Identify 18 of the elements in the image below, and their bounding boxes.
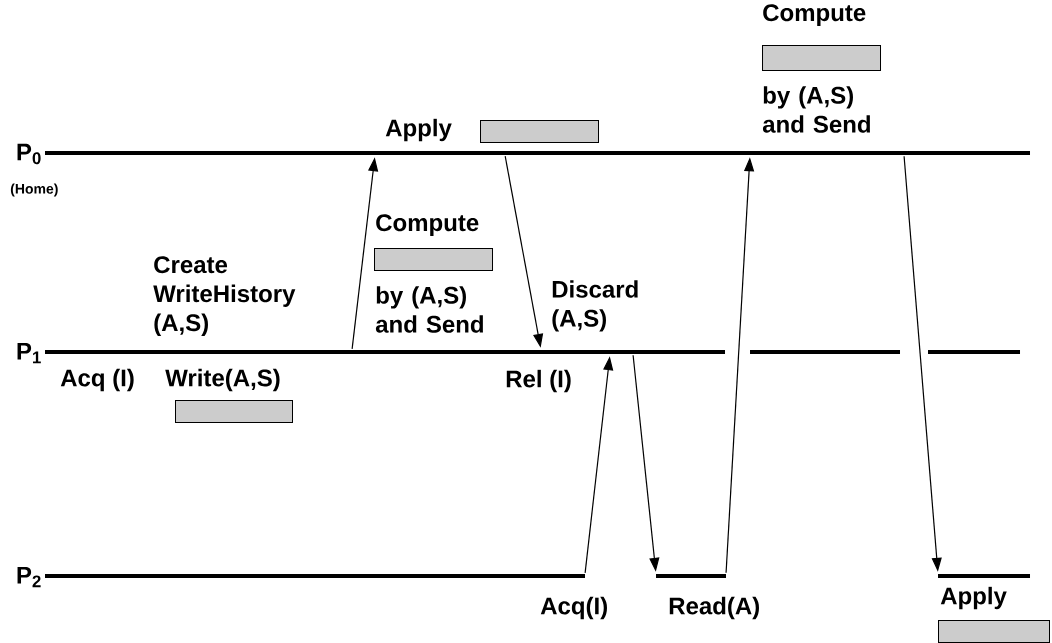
event-label: Read(A) bbox=[669, 596, 759, 620]
event-label: Discard (A,S) bbox=[552, 280, 638, 332]
compute-bar bbox=[480, 120, 599, 143]
event-label: Apply bbox=[385, 118, 452, 142]
process-label: P$_{1}$ bbox=[17, 342, 41, 364]
process-label: P$_{2}$ bbox=[17, 566, 41, 588]
event-label: by (A,S) and Send bbox=[762, 86, 870, 133]
compute-bar bbox=[762, 45, 881, 71]
compute-bar bbox=[374, 248, 493, 271]
compute-bar bbox=[175, 400, 293, 423]
process-label: P$_{0}$ bbox=[17, 143, 41, 165]
event-label: Write(A,S) bbox=[165, 368, 280, 392]
process-note: (Home) bbox=[10, 183, 58, 197]
event-label: Create WriteHistory (A,S) bbox=[153, 256, 296, 336]
compute-bar bbox=[938, 620, 1050, 643]
event-label: Acq (I) bbox=[60, 368, 134, 392]
event-label: Acq(I) bbox=[540, 596, 607, 620]
event-label: by (A,S) and Send bbox=[375, 286, 483, 333]
